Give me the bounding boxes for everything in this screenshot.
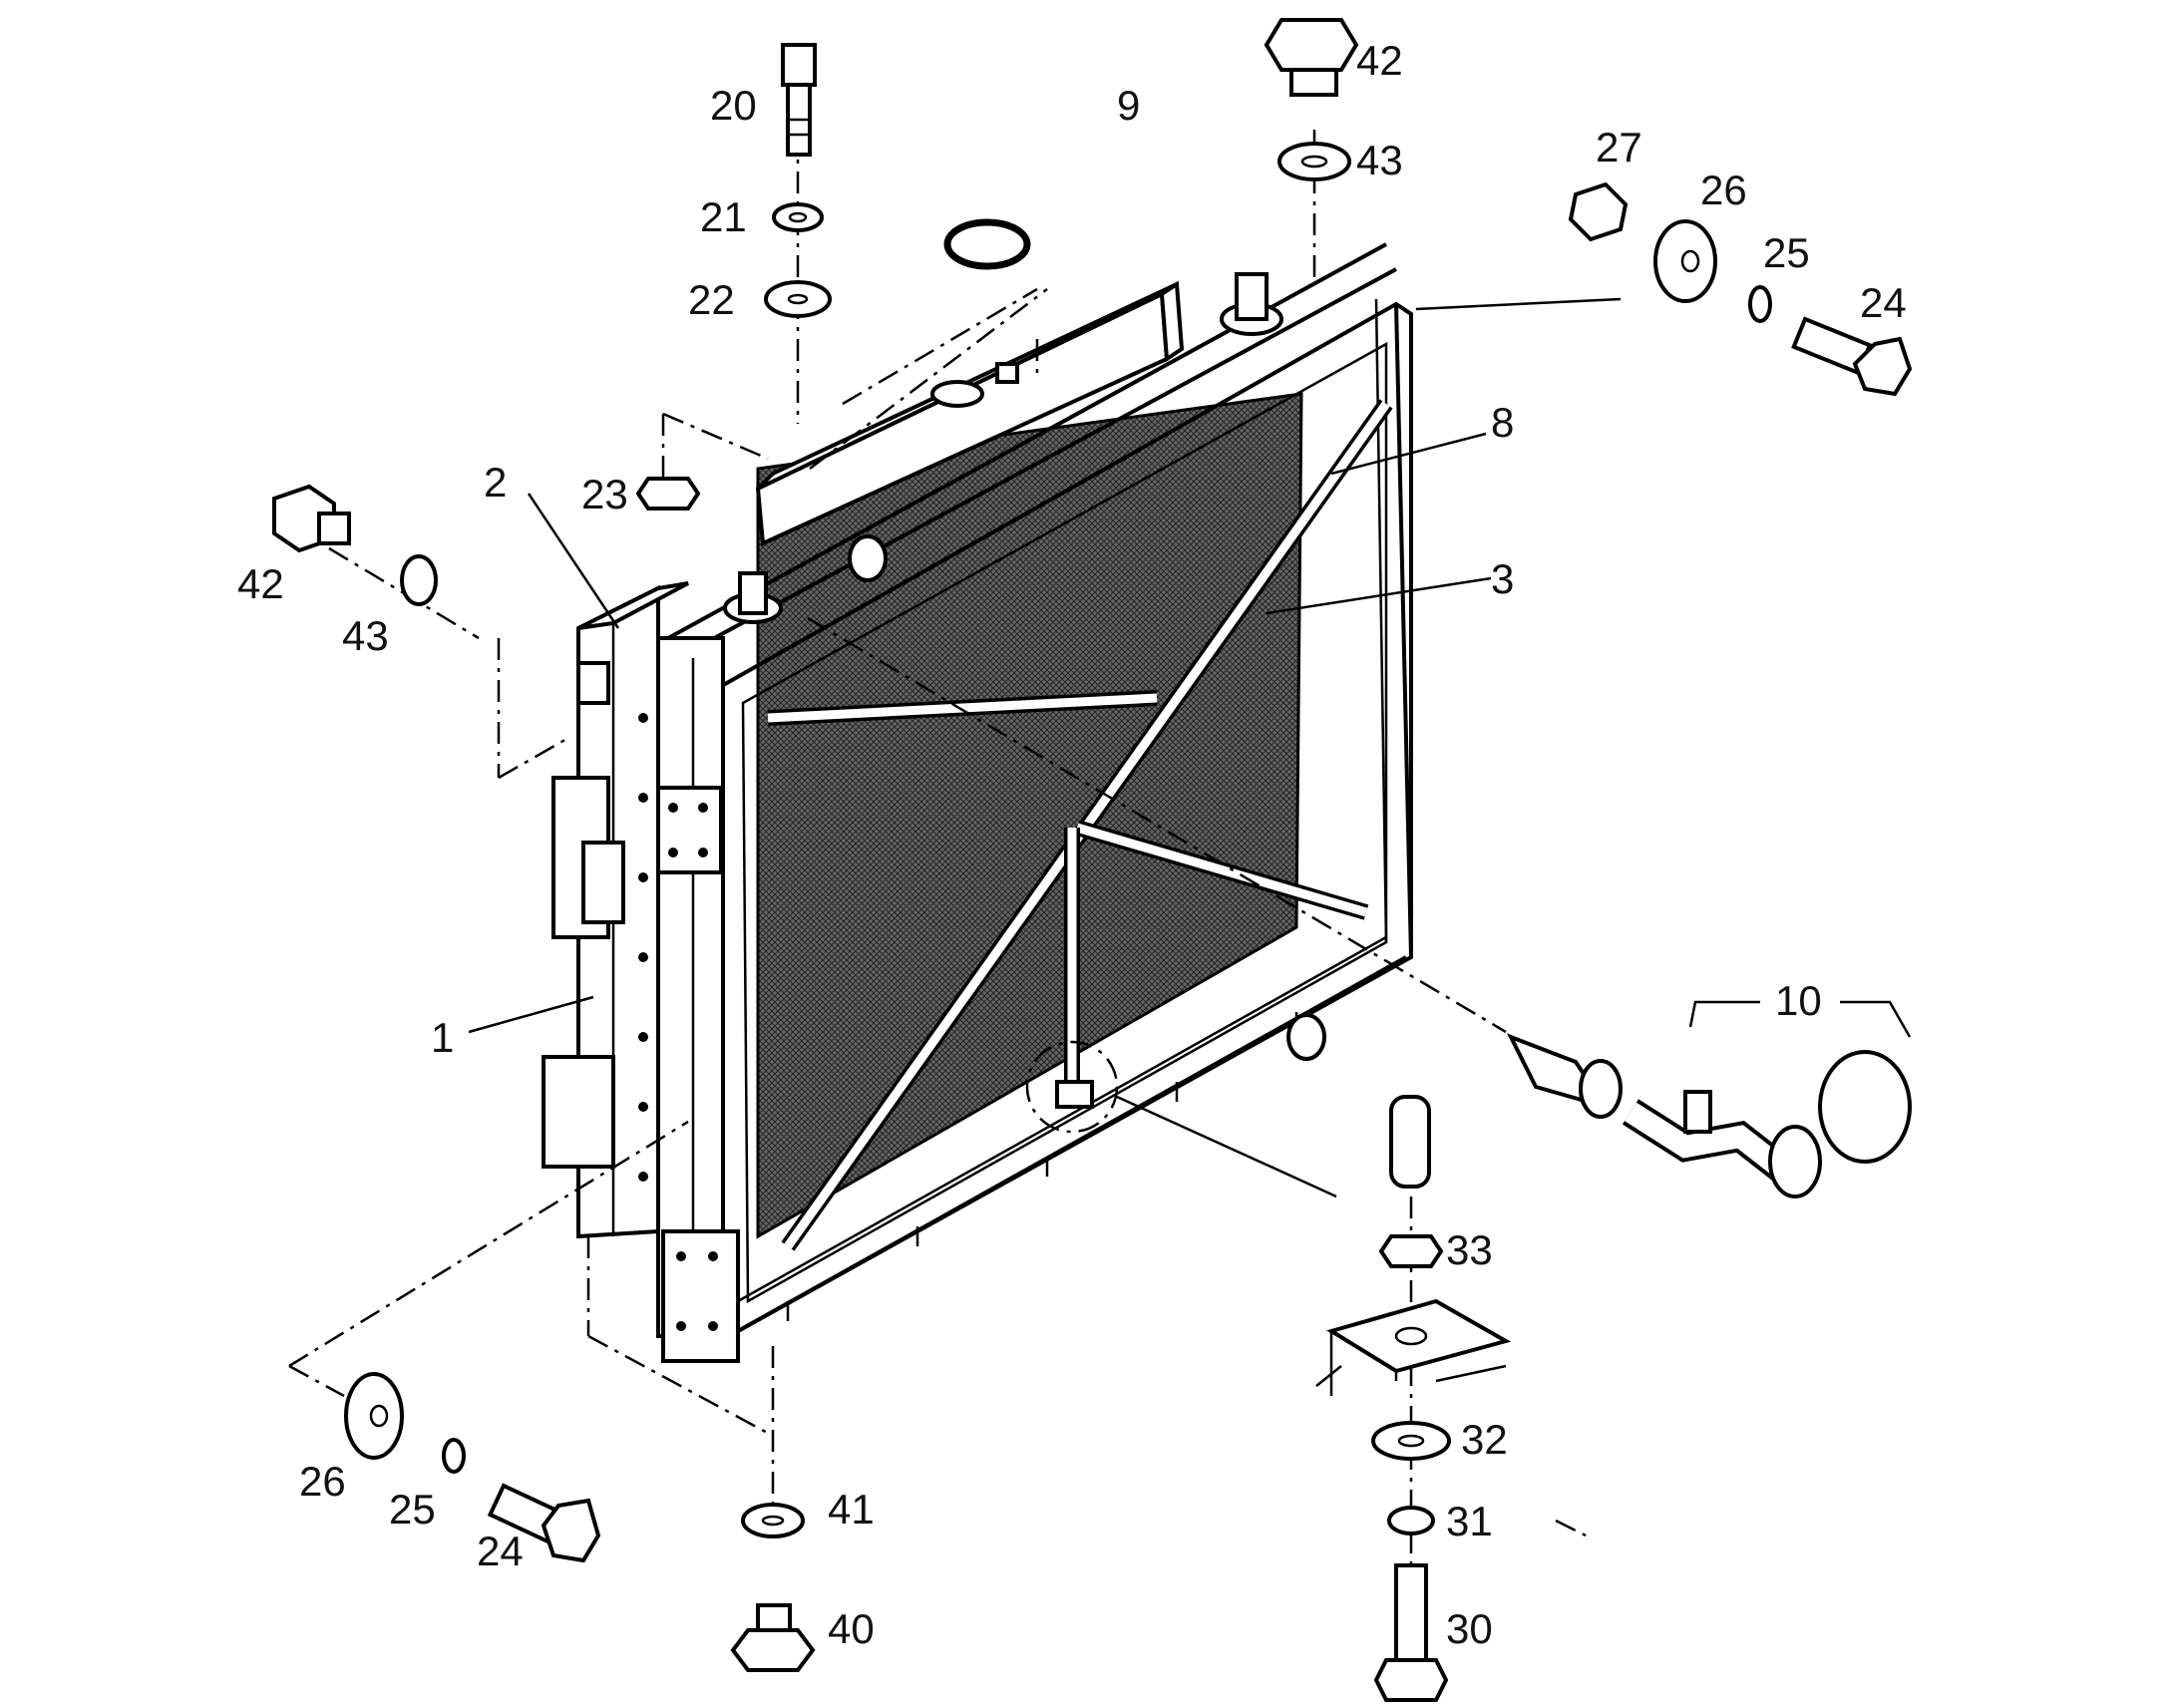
washer-43-left — [400, 554, 438, 606]
callout-33: 33 — [1446, 1226, 1493, 1273]
radiator-core — [756, 392, 1303, 1239]
bolt-24-top — [1791, 316, 1913, 397]
nut-23 — [635, 477, 701, 511]
callout-23: 23 — [581, 471, 628, 517]
washer-26-bottom — [344, 1372, 404, 1460]
callout-3: 3 — [1491, 555, 1514, 602]
callout-1: 1 — [431, 1014, 454, 1061]
callout-10: 10 — [1775, 977, 1822, 1024]
washer-26-top — [1653, 219, 1717, 303]
nut-27 — [1568, 181, 1629, 242]
plug-42-left — [272, 484, 351, 553]
plug-42-top — [1264, 18, 1359, 97]
callout-2: 2 — [484, 459, 507, 506]
hose-fitting-10 — [1506, 1033, 1822, 1198]
callout-42-left: 42 — [237, 560, 284, 607]
callout-32: 32 — [1461, 1416, 1508, 1463]
lockwasher-25-bottom — [442, 1438, 466, 1474]
washer-32 — [1371, 1421, 1451, 1461]
radiator-cap-10 — [1818, 1050, 1912, 1164]
callout-26-top: 26 — [1700, 167, 1747, 213]
washer-41 — [741, 1503, 805, 1538]
callout-22: 22 — [688, 276, 735, 323]
radiator-frame — [654, 242, 1413, 1363]
callout-24-top: 24 — [1860, 279, 1907, 326]
washer-31 — [1387, 1506, 1435, 1536]
callout-8: 8 — [1491, 399, 1514, 446]
washer-22 — [764, 280, 832, 318]
callout-31: 31 — [1446, 1498, 1493, 1544]
side-panel — [542, 581, 689, 1239]
callout-30: 30 — [1446, 1605, 1493, 1652]
callout-bracket-right — [1840, 1000, 1912, 1038]
callout-43-top: 43 — [1356, 137, 1403, 183]
washer-21 — [772, 202, 824, 232]
bolt-20 — [781, 43, 817, 157]
pin — [1389, 1095, 1431, 1189]
callout-9: 9 — [1117, 82, 1140, 129]
bracket-plate — [1326, 1298, 1512, 1396]
lockwasher-25-top — [1748, 285, 1772, 323]
filler-cap-ring — [930, 218, 1031, 408]
callout-25-bottom: 25 — [389, 1486, 436, 1533]
nut-33 — [1378, 1234, 1444, 1268]
callout-43-left: 43 — [342, 612, 389, 659]
washer-43-top — [1277, 142, 1351, 181]
callout-bracket-left — [1688, 1000, 1760, 1028]
callout-21: 21 — [700, 193, 747, 240]
tie-rods — [767, 399, 1393, 1251]
callout-40: 40 — [828, 1605, 875, 1652]
bolt-24-bottom — [487, 1483, 601, 1563]
callout-27: 27 — [1596, 124, 1642, 171]
callout-26-bottom: 26 — [299, 1458, 346, 1505]
plug-40 — [730, 1603, 816, 1672]
leader-lines — [468, 297, 1622, 1387]
callout-25-top: 25 — [1763, 229, 1810, 276]
callout-42-top: 42 — [1356, 37, 1403, 84]
callout-20-top: 20 — [710, 82, 757, 129]
callout-24-bottom: 24 — [477, 1528, 524, 1574]
callout-41: 41 — [828, 1486, 875, 1533]
callout-labels: 20 21 22 9 42 43 27 26 25 24 8 3 23 2 42… — [237, 37, 1907, 1652]
bolt-30 — [1373, 1563, 1449, 1702]
